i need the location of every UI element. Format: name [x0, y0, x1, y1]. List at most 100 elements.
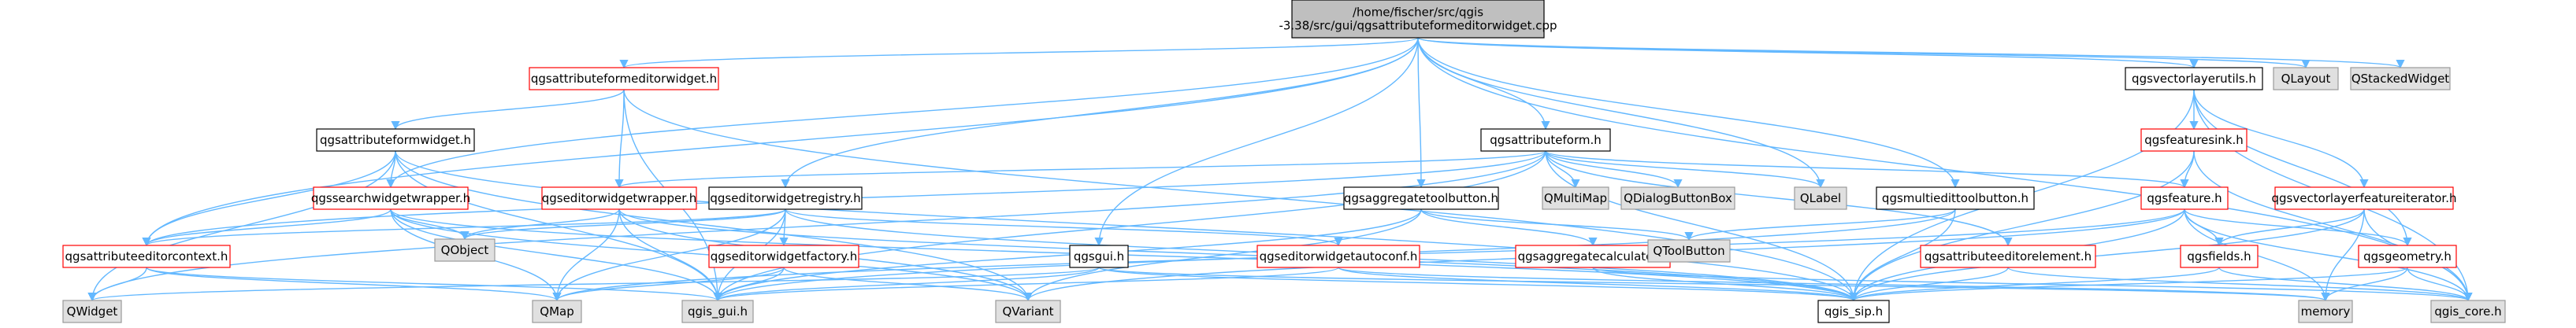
node-label: /home/fischer/src/qgis [1353, 6, 1483, 20]
edge-root-to-qstackedwidget [1417, 37, 2404, 69]
edge-root-to-qlabel [1417, 37, 1825, 189]
node-box [2298, 300, 2353, 323]
node-qgsvectorlayerutils-h[interactable]: qgsvectorlayerutils.h [2125, 67, 2263, 90]
node-qwidget[interactable]: QWidget [62, 300, 122, 323]
edge-qgsattributeeditorelement-h-to-qgis-core-h [2007, 267, 2473, 302]
node-qgsmultiedittoolbutton-h[interactable]: qgsmultiedittoolbutton.h [1876, 186, 2035, 210]
edge-qgsattributeformeditorwidget-h-to-qgseditorwidgetwrapper-h [614, 89, 625, 189]
node-box [62, 300, 122, 323]
edge-qgsgui-h-to-qgis-sip-h [1098, 267, 1858, 302]
node-qgsattributeformwidget-h[interactable]: qgsattributeformwidget.h [316, 128, 475, 152]
node-memory[interactable]: memory [2298, 300, 2353, 323]
node-label: qgsgui.h [1074, 249, 1124, 264]
node-root[interactable]: /home/fischer/src/qgis-3.38/src/gui/qgsa… [1279, 0, 1557, 39]
edge-qgsgui-h-to-qwidget [88, 267, 1100, 302]
edge-qgseditorwidgetautoconf-h-to-qgis-gui-h [713, 267, 1339, 302]
edge-qgsfeaturesink-h-to-qgis-core-h [2193, 150, 2473, 302]
edge-qgsaggregatetoolbutton-h-to-qtoolbutton [1420, 208, 1694, 241]
edge-root-to-qgssearchwidgetwrapper-h [386, 37, 1419, 189]
node-qgis-gui-h[interactable]: qgis_gui.h [681, 300, 754, 323]
edge-qgsattributeformeditorwidget-h-to-qgis-sip-h [623, 89, 1858, 302]
node-box [1515, 245, 1671, 268]
node-qstackedwidget[interactable]: QStackedWidget [2350, 67, 2451, 90]
edge-qgsvectorlayerfeatureiterator-h-to-memory [2321, 208, 2365, 302]
edge-qgsattributeformwidget-h-to-qgsattributeeditorcontext-h [142, 150, 396, 247]
edge-qgsfields-h-to-qgis-core-h [2218, 267, 2473, 302]
node-box [1343, 186, 1499, 210]
node-qdialogbuttonbox[interactable]: QDialogButtonBox [1620, 186, 1735, 210]
node-box [316, 128, 475, 152]
node-qgseditorwidgetfactory-h[interactable]: qgseditorwidgetfactory.h [708, 245, 859, 268]
node-box [541, 186, 697, 210]
edge-qgseditorwidgetfactory-h-to-qgis-gui-h [713, 267, 785, 302]
edge-qgsaggregatetoolbutton-h-to-qgsaggregatecalculator-h [1420, 208, 1598, 247]
edge-root-to-qgsmultiedittoolbutton-h [1417, 37, 1960, 189]
node-qmultimap[interactable]: QMultiMap [1542, 186, 1609, 210]
edge-qgsvectorlayerutils-h-to-qgsvectorlayerfeatureiterator-h [2193, 89, 2369, 189]
edge-qgseditorwidgetautoconf-h-to-qgis-sip-h [1338, 267, 1858, 302]
node-qobject[interactable]: QObject [434, 238, 496, 262]
nodes-layer: /home/fischer/src/qgis-3.38/src/gui/qgsa… [62, 0, 2506, 323]
node-label: -3.38/src/gui/qgsattributeformeditorwidg… [1279, 19, 1557, 33]
node-qgsvectorlayerfeatureiterator-h[interactable]: qgsvectorlayerfeatureiterator.h [2272, 186, 2457, 210]
node-qgssearchwidgetwrapper-h[interactable]: qgssearchwidgetwrapper.h [311, 186, 470, 210]
node-box [1256, 245, 1420, 268]
edge-qgsgeometry-h-to-qgis-sip-h [1849, 267, 2408, 302]
node-qlayout[interactable]: QLayout [2273, 67, 2339, 90]
node-qlabel[interactable]: QLabel [1794, 186, 1847, 210]
node-qgseditorwidgetwrapper-h[interactable]: qgseditorwidgetwrapper.h [541, 186, 697, 210]
node-qgsfeature-h[interactable]: qgsfeature.h [2140, 186, 2229, 210]
edge-qgseditorwidgetfactory-h-to-qmap [552, 267, 785, 302]
node-box [1620, 186, 1735, 210]
edge-root-to-qgsvectorlayerutils-h [1417, 37, 2199, 69]
edge-qgsattributeform-h-to-qgsattributeeditorelement-h [1545, 150, 2013, 247]
node-label: qgsgeometry.h [2363, 249, 2452, 264]
edge-qgsattributeformwidget-h-to-qgis-sip-h [395, 150, 1858, 302]
node-label: qgis_core.h [2434, 304, 2501, 319]
node-label: qgis_gui.h [688, 304, 748, 319]
node-box [529, 67, 719, 90]
node-qgsattributeformeditorwidget-h[interactable]: qgsattributeformeditorwidget.h [529, 67, 719, 90]
node-qgsattributeform-h[interactable]: qgsattributeform.h [1480, 128, 1611, 152]
node-label: qgsvectorlayerfeatureiterator.h [2272, 191, 2457, 205]
node-qgsfeaturesink-h[interactable]: qgsfeaturesink.h [2140, 128, 2248, 152]
edge-root-to-qgsattributeform-h [1417, 37, 1550, 131]
node-qgsfields-h[interactable]: qgsfields.h [2180, 245, 2259, 268]
node-qtoolbutton[interactable]: QToolButton [1647, 239, 1731, 263]
edge-qgsattributeformwidget-h-to-qgis-gui-h [395, 150, 722, 302]
node-qgsattributeeditorelement-h[interactable]: qgsattributeeditorelement.h [1920, 245, 2096, 268]
node-label: QMultiMap [1544, 191, 1607, 205]
node-qgsaggregatecalculator-h[interactable]: qgsaggregatecalculator.h [1515, 245, 1671, 268]
node-qgis-sip-h[interactable]: qgis_sip.h [1817, 300, 1890, 323]
node-qgseditorwidgetregistry-h[interactable]: qgseditorwidgetregistry.h [708, 186, 863, 210]
edge-qgssearchwidgetwrapper-h-to-qgis-gui-h [390, 208, 722, 302]
node-qgsaggregatetoolbutton-h[interactable]: qgsaggregatetoolbutton.h [1343, 186, 1499, 210]
edge-root-to-qgsgui-h [1094, 37, 1419, 247]
node-box [1876, 186, 2035, 210]
node-box [2125, 67, 2263, 90]
node-label: qgseditorwidgetregistry.h [710, 191, 860, 205]
edge-qgseditorwidgetwrapper-h-to-qobject [460, 208, 620, 241]
node-label: qgsfeature.h [2147, 191, 2222, 205]
node-box [2273, 67, 2339, 90]
node-qgsgui-h[interactable]: qgsgui.h [1069, 245, 1129, 268]
edge-root-to-qgsaggregatetoolbutton-h [1416, 37, 1426, 189]
edge-qgsattributeform-h-to-qwidget [87, 150, 1546, 302]
node-qgseditorwidgetautoconf-h[interactable]: qgseditorwidgetautoconf.h [1256, 245, 1420, 268]
node-label: QLabel [1800, 191, 1841, 205]
node-box [995, 300, 1061, 323]
edge-qgssearchwidgetwrapper-h-to-qgsattributeeditorcontext-h [142, 208, 392, 247]
node-qgis-core-h[interactable]: qgis_core.h [2430, 300, 2506, 323]
node-box [532, 300, 582, 323]
node-qgsattributeeditorcontext-h[interactable]: qgsattributeeditorcontext.h [62, 245, 231, 268]
node-qmap[interactable]: QMap [532, 300, 582, 323]
edge-qgsgeometry-h-to-qgis-core-h [2407, 267, 2473, 302]
node-label: qgsaggregatetoolbutton.h [1344, 191, 1498, 205]
node-label: qgis_sip.h [1824, 304, 1883, 319]
node-qgsgeometry-h[interactable]: qgsgeometry.h [2358, 245, 2457, 268]
node-qvariant[interactable]: QVariant [995, 300, 1061, 323]
node-box [681, 300, 754, 323]
node-box [2350, 67, 2451, 90]
node-box [2358, 245, 2457, 268]
edge-qgseditorwidgetregistry-h-to-qgsattributeeditorcontext-h [142, 208, 786, 247]
